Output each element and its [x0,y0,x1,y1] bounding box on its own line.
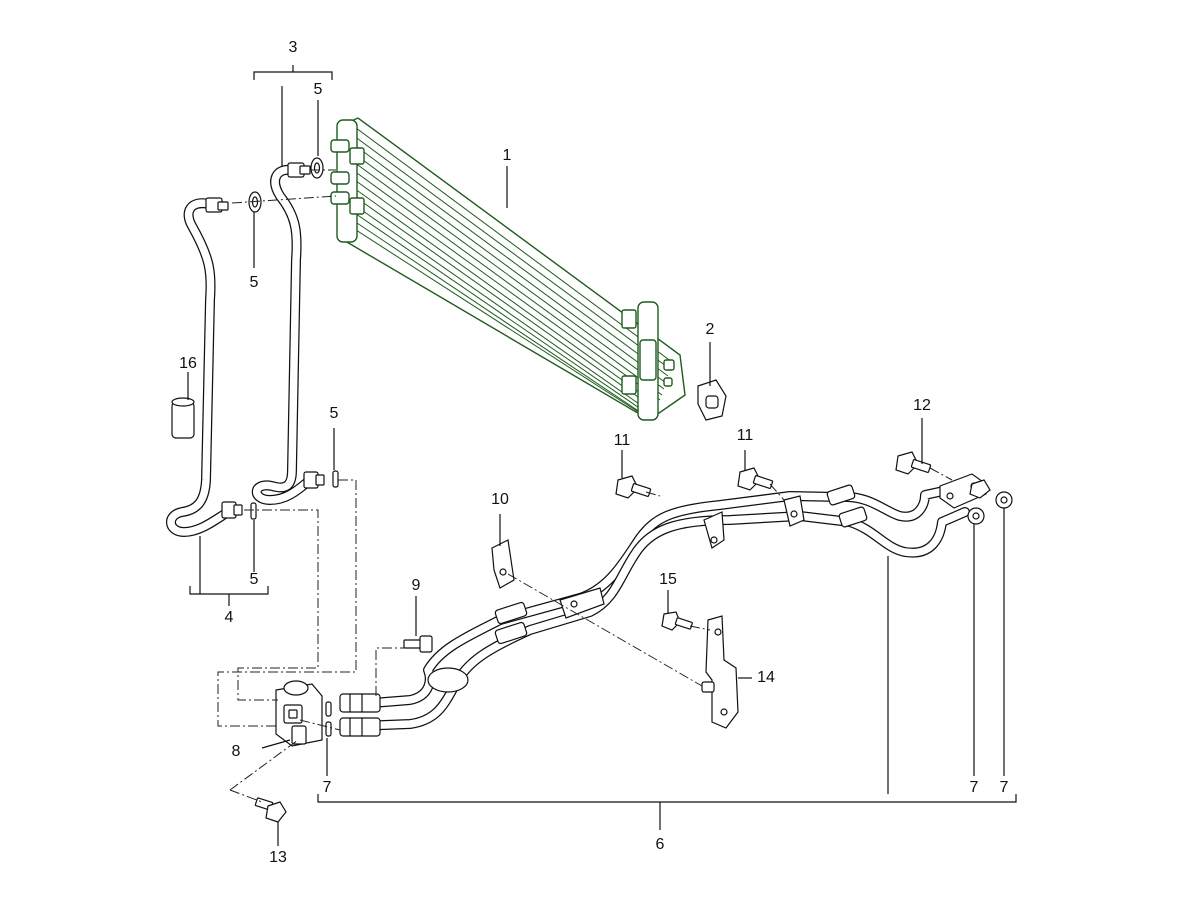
callout-11-left: 11 [614,432,631,449]
callout-14: 14 [757,669,775,686]
bolt-11-left [615,475,652,499]
callout-16: 16 [179,355,197,372]
distributor-block [275,680,323,747]
callout-12: 12 [913,397,931,414]
callout-13: 13 [269,849,287,866]
pipe-bracket [491,539,515,589]
oil-pipe-assembly [339,473,987,737]
seal-ring-block [325,701,332,737]
callout-15: 15 [659,571,677,588]
callout-9: 9 [412,577,421,594]
callout-7-right-a: 7 [970,779,979,796]
oil-pipe-left [166,197,243,537]
bolt-12 [895,451,932,475]
seal-ring-right-a [967,479,991,525]
callout-2: 2 [706,321,715,338]
seal-ring-left [248,191,262,213]
oil-pipe-right [251,162,325,505]
seal-ring-mid [332,470,339,488]
bolt-9 [403,635,433,653]
leader-lines [187,65,1017,846]
clip-nut [697,379,727,421]
callout-8: 8 [232,743,241,760]
cooler-fins [341,124,673,415]
bolt-13 [254,797,287,823]
callout-5-low: 5 [250,571,259,588]
oil-cooler [330,117,686,421]
seal-ring-lower [250,502,257,520]
callout-1: 1 [503,147,512,164]
callout-4: 4 [225,609,234,626]
callout-5-left: 5 [250,274,259,291]
callout-5-mid: 5 [330,405,339,422]
callout-5-top: 5 [314,81,323,98]
seal-ring-right-b [995,491,1013,509]
pipe-holder [701,615,739,729]
seal-ring-upper [310,157,324,179]
assembly-guides [217,169,953,803]
callout-6: 6 [656,836,665,853]
callout-11-right: 11 [737,427,754,444]
callout-labels: 1 2 3 5 5 5 5 4 16 8 7 9 10 11 11 12 13 … [179,39,1008,866]
bolt-11-right [737,467,774,491]
hose-sleeve [171,397,195,439]
callout-10: 10 [491,491,509,508]
bolt-15 [661,611,693,631]
callout-7-block: 7 [323,779,332,796]
callout-3: 3 [289,39,298,56]
callout-7-right-b: 7 [1000,779,1009,796]
